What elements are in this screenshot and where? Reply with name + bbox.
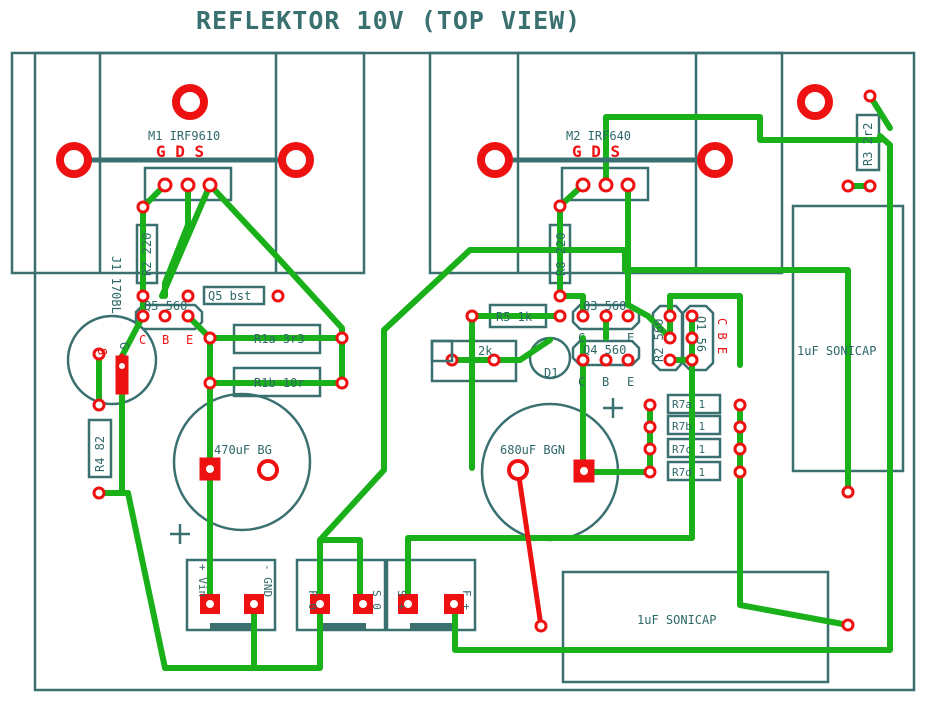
r7a-label: R7a 1 bbox=[672, 398, 705, 411]
q3-label: Q3 560 bbox=[583, 299, 626, 313]
connector-vin-label: + Vin bbox=[196, 564, 209, 597]
cap-470-label: 470uF BG bbox=[214, 443, 272, 457]
red-traces bbox=[119, 353, 544, 629]
plus-markers bbox=[170, 398, 623, 544]
connector-f0-label: F 0 bbox=[306, 590, 319, 610]
connector-fplus-label: F + bbox=[460, 590, 473, 610]
q5-pin-b: B bbox=[162, 333, 169, 347]
r1a-label: R1a 3r3 bbox=[254, 332, 305, 346]
cap-470-outline bbox=[172, 392, 312, 532]
r2k-label: 2k bbox=[478, 344, 493, 358]
j1-label: J1 170BL bbox=[109, 256, 123, 314]
r8-label: R8 220 bbox=[554, 233, 568, 276]
j1-pin-s: S bbox=[95, 348, 109, 355]
j1-pin-g: G bbox=[117, 342, 131, 349]
q4-label: Q4 560 bbox=[583, 343, 626, 357]
m2-label: M2 IRF640 bbox=[566, 129, 631, 143]
connector-s0-label: S 0 bbox=[370, 590, 383, 610]
q3-pin-e: E bbox=[627, 331, 634, 345]
connector-splusfplus-outline bbox=[385, 558, 477, 632]
r7d-label: R7d 1 bbox=[672, 466, 705, 479]
q5-pin-c: C bbox=[139, 333, 146, 347]
r2-label: R2 220 bbox=[140, 233, 154, 276]
q1-pins: C B E bbox=[715, 318, 729, 354]
mounting-pads bbox=[56, 84, 833, 178]
heatsink-right bbox=[428, 51, 784, 275]
r1b-label: R1b 10r bbox=[254, 376, 305, 390]
r4-label: R4 82 bbox=[93, 436, 107, 472]
q5b-label: Q5 bst bbox=[208, 289, 251, 303]
connector-power-outline bbox=[185, 558, 277, 632]
sonicap-bottom-label: 1uF SONICAP bbox=[637, 613, 716, 627]
m2-pins: G D S bbox=[572, 142, 620, 161]
q1-label: Q1 56 bbox=[694, 316, 708, 352]
q4-pin-c: C bbox=[578, 375, 585, 389]
silkscreen-outlines bbox=[10, 51, 916, 692]
q5-pin-e: E bbox=[186, 333, 193, 347]
connector-latches bbox=[210, 623, 456, 629]
connector-gnd-label: - GND bbox=[261, 564, 274, 597]
m1-label: M1 IRF9610 bbox=[148, 129, 220, 143]
connector-splus-label: S + bbox=[395, 590, 408, 610]
r3-label: R3 2r2 bbox=[861, 123, 875, 166]
cap-680-label: 680uF BGN bbox=[500, 443, 565, 457]
d1-label: D1 bbox=[544, 366, 558, 380]
sonicap-right-label: 1uF SONICAP bbox=[797, 344, 876, 358]
copper-traces bbox=[87, 93, 893, 671]
board-title: REFLEKTOR 10V (TOP VIEW) bbox=[196, 6, 581, 35]
r7b-label: R7b 1 bbox=[672, 420, 705, 433]
component-pads bbox=[92, 89, 877, 633]
m1-pins: G D S bbox=[156, 142, 204, 161]
q4-pin-b: B bbox=[602, 375, 609, 389]
r7c-label: R7c 1 bbox=[672, 443, 705, 456]
r5-label: R5 1k bbox=[496, 310, 533, 324]
q3-pin-c: C bbox=[578, 331, 585, 345]
heatsink-left bbox=[10, 51, 366, 275]
connector-pads bbox=[200, 594, 464, 614]
connector-f0s0-outline bbox=[295, 558, 387, 632]
sonicap-bottom-outline bbox=[561, 570, 830, 684]
q5-label: Q5 560 bbox=[144, 299, 187, 313]
q4-pin-e: E bbox=[627, 375, 634, 389]
q2-label: R2 560 bbox=[652, 319, 666, 362]
